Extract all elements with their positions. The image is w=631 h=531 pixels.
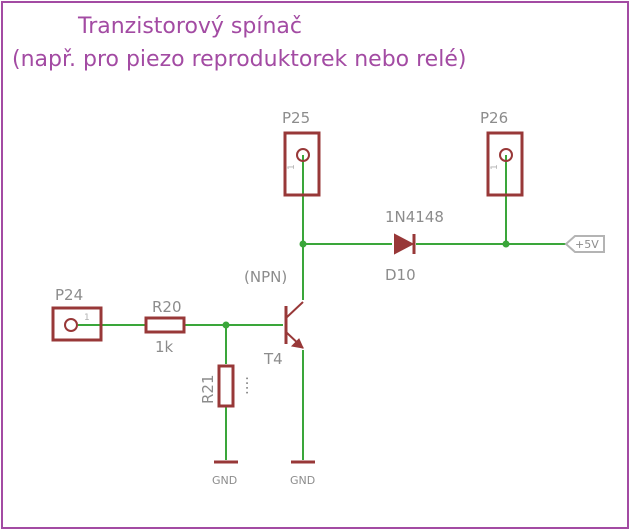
p25-pin-number: 1 (287, 164, 297, 170)
p25-body (283, 131, 321, 197)
wires (78, 155, 566, 460)
transistor-t4: (NPN) T4 (244, 268, 304, 368)
p26-pad (499, 148, 513, 162)
diode-d10: 1N4148 D10 (385, 208, 444, 284)
gnd-right-label: GND (290, 474, 315, 487)
t4-type-label: (NPN) (244, 268, 287, 286)
r21-label: R21 (199, 374, 217, 404)
connector-p25: P25 1 (282, 109, 321, 197)
resistor-r20: R20 1k (144, 298, 186, 356)
title-line-2: (např. pro piezo reproduktorek nebo relé… (12, 47, 466, 72)
r20-value: 1k (155, 338, 174, 356)
ground-left: GND (212, 460, 238, 487)
ground-right: GND (290, 460, 315, 487)
t4-collector-leg (285, 301, 304, 319)
junction-collector (299, 240, 307, 248)
r20-label: R20 (152, 298, 182, 316)
r20-body (144, 316, 186, 334)
p26-label: P26 (480, 109, 508, 127)
connector-p24: P24 1 (51, 286, 103, 342)
connector-p26: P26 1 (480, 109, 524, 197)
d10-label: D10 (385, 266, 416, 284)
d10-body (394, 233, 415, 255)
title-line-1: Tranzistorový spínač (77, 14, 302, 39)
t4-emitter-arrow (290, 338, 304, 349)
junction-supply (502, 240, 510, 248)
p24-pad (64, 318, 78, 332)
supply-5v: +5V (564, 235, 605, 253)
junction-base (222, 321, 230, 329)
supply-flag (564, 235, 605, 253)
supply-label: +5V (575, 238, 599, 251)
p26-pin-number: 1 (490, 164, 500, 170)
d10-value: 1N4148 (385, 208, 444, 226)
gnd-left-label: GND (212, 474, 237, 487)
p24-body (51, 306, 103, 342)
p24-label: P24 (55, 286, 83, 304)
p24-pin-number: 1 (84, 313, 90, 323)
p25-pad (296, 148, 310, 162)
r21-body (217, 364, 235, 408)
t4-label: T4 (263, 350, 283, 368)
r21-value: .... (234, 376, 252, 395)
resistor-r21: R21 .... (199, 364, 252, 408)
p26-body (486, 131, 524, 197)
p25-label: P25 (282, 109, 310, 127)
